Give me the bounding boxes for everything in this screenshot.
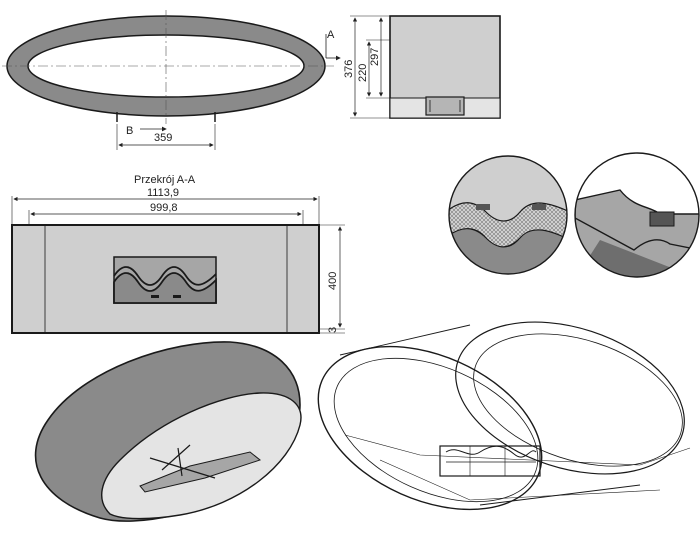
section-title: Przekrój A-A <box>134 174 196 186</box>
dimension-999-8-text: 999,8 <box>150 202 178 214</box>
dimension-376-text: 376 <box>343 60 355 78</box>
section-a-label: A <box>327 29 335 41</box>
detail-circle-2-outline <box>574 152 700 278</box>
isometric-wireframe-view <box>317 321 691 511</box>
dimension-297-text: 297 <box>369 48 381 66</box>
section-wave-tray <box>113 272 217 304</box>
detail-circle-burner <box>448 155 568 275</box>
side-view-burner <box>425 96 465 116</box>
dimension-1113-9-text: 1113,9 <box>147 187 179 199</box>
dimension-3-text: 3 <box>327 327 339 333</box>
top-view: A B 359 <box>2 10 341 150</box>
dimension-359-text: 359 <box>154 132 172 144</box>
isometric-solid-view <box>34 341 302 522</box>
section-a-a: Przekrój A-A 1113,9 999,8 400 3 <box>11 174 345 334</box>
dimension-220-text: 220 <box>357 64 369 82</box>
side-view: 376 220 297 <box>343 15 501 119</box>
wire-front-ring <box>317 345 543 511</box>
wire-burner <box>439 445 541 477</box>
detail-b-label: B <box>126 125 133 137</box>
detail-circle-1-outline <box>448 155 568 275</box>
wire-back-ring <box>455 321 685 475</box>
dimension-400-text: 400 <box>327 272 339 290</box>
iso-burner-tray <box>139 451 262 493</box>
detail-circle-edge <box>574 152 700 278</box>
